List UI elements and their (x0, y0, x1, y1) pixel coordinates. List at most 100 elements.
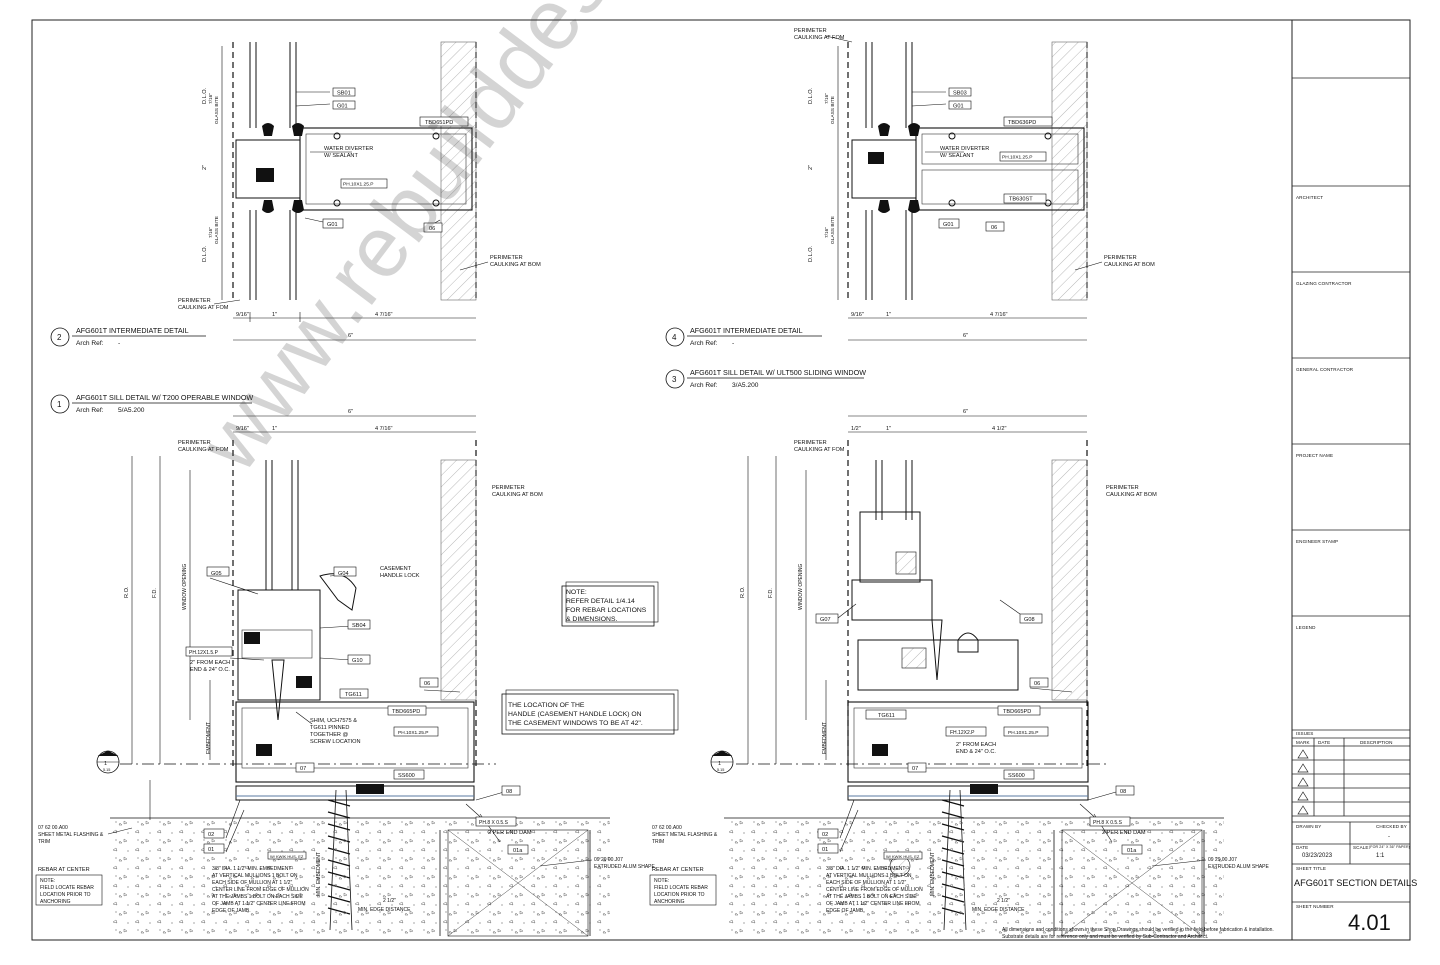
d4-water-diverter-1: WATER DIVERTER (940, 146, 989, 152)
footer-note-1: All dimensions and conditions shown in t… (1002, 927, 1274, 933)
tb-scale-label: SCALE (1353, 845, 1369, 850)
d3-anchor-2: AT VERTICAL MULLIONS 1 BOLT ON (826, 873, 912, 879)
d3-dim-half: 1/2" (851, 426, 861, 432)
d3-field-rebar-1: NOTE: (654, 878, 669, 884)
tb-issues-label: ISSUES (1296, 731, 1314, 736)
d1-ph-each-2: END & 24" O.C. (190, 667, 230, 673)
d1-casement-2: HANDLE LOCK (380, 573, 420, 579)
d3-per-end-dam: 2 PER END DAM (1102, 830, 1146, 836)
d3-tag-08: 08 (1120, 789, 1126, 795)
tb-scale-note: (FOR 24" x 36" PAPER) (1369, 845, 1410, 849)
d4-dlo-top: D.L.O. (808, 87, 814, 104)
d2-7-16-bottom: 7/16" (208, 227, 214, 238)
d1-per-end-dam: 2 PER END DAM (488, 830, 532, 836)
d1-tag-g05: G05 (211, 571, 222, 577)
detail-2-number: 2 (57, 333, 62, 342)
d3-tag-06: 06 (1034, 681, 1040, 687)
d1-edge-distance: MIN. EDGE DISTANCE (358, 907, 411, 913)
d2-dim-4-7-16: 4 7/16" (375, 312, 393, 318)
d1-min-embed: MIN. EMBEDMENT (316, 852, 322, 896)
d3-perim-fom-1: PERIMETER (794, 440, 827, 446)
d1-perim-fom-2: CAULKING AT FOM (178, 447, 229, 453)
tb-sheet-title-label: SHEET TITLE (1296, 866, 1327, 871)
d3-anchor-3: EACH SIDE OF MULLION AT 1 1/2" (826, 880, 906, 886)
tb-architect-label: ARCHITECT (1296, 195, 1324, 200)
d1-sect-sheet: 5.15 (103, 768, 110, 772)
tb-description-col: DESCRIPTION (1360, 740, 1393, 745)
rebar-note-box (561, 585, 655, 627)
d2-dim-6: 6" (348, 333, 353, 339)
tb-checked-by-value: - (1388, 834, 1390, 840)
d1-rebar: REBAR AT CENTER (38, 867, 90, 873)
d1-field-rebar-1: NOTE: (40, 878, 55, 884)
d3-fd: F.D. (768, 588, 774, 598)
d1-sect-ref: 1 (104, 761, 107, 767)
detail-1-ref-value: 5/A5.200 (118, 407, 145, 414)
d1-anchor-6: OF JAMB AT 1 1/2" CENTER LINE FROM (212, 901, 306, 907)
d4-perim-fom-1: PERIMETER (794, 28, 827, 34)
d3-tag-g07: G07 (820, 617, 831, 623)
d2-tag-tbd651pd: TBD651PD (425, 120, 453, 126)
d3-sect-ref: 1 (718, 761, 721, 767)
tb-engineer-label: ENGINEER STAMP (1296, 539, 1339, 544)
d2-tag-g01: G01 (337, 104, 348, 110)
rebar-note-1: NOTE: (566, 589, 587, 596)
d1-dim-9-16: 9/16" (236, 426, 249, 432)
titleblock-grid (1292, 77, 1410, 903)
tb-scale-value: 1:1 (1376, 853, 1385, 859)
d3-ro: R.O. (740, 586, 746, 598)
d3-perim-fom-2: CAULKING AT FOM (794, 447, 845, 453)
detail-3-ref-label: Arch Ref: (690, 382, 718, 389)
d1-dim-2-1-2: 2 1/2" (383, 898, 396, 904)
d4-glass-bite-top: GLASS BITE (830, 96, 836, 124)
handle-note-2: HANDLE (CASEMENT HANDLE LOCK) ON (508, 711, 642, 718)
tb-date-col: DATE (1318, 740, 1331, 745)
d3-dim-2-1-2: 2 1/2" (997, 898, 1010, 904)
d2-dim-9-16: 9/16" (236, 312, 249, 318)
d1-perim-fom-1: PERIMETER (178, 440, 211, 446)
d1-field-rebar-4: ANCHORING (40, 899, 71, 905)
d2-glass-bite-bottom: GLASS BITE (214, 216, 220, 244)
d4-tag-g01: G01 (953, 104, 964, 110)
d4-perim-bom-2: CAULKING AT BOM (1104, 262, 1155, 268)
d3-anchor-7: EDGE OF JAMB. (826, 908, 865, 914)
d1-window-opening: WINDOW OPENING (182, 564, 188, 610)
rebar-note-3: FOR REBAR LOCATIONS (566, 607, 647, 614)
d2-perim-bom-2: CAULKING AT BOM (490, 262, 541, 268)
d3-embedment: EMBEDMENT (822, 722, 828, 754)
d3-perim-bom-2: CAULKING AT BOM (1106, 492, 1157, 498)
d3-anchor-4: CENTER LINE FROM EDGE OF MULLION (826, 887, 923, 893)
d1-extruded-2: EXTRUDED ALUM SHAPE (594, 864, 656, 870)
tb-drawn-by-label: DRAWN BY (1296, 824, 1322, 829)
d4-tag-ph: PH.10X1.25.P (1002, 155, 1032, 161)
detail-3-ref-value: 3/A5.200 (732, 382, 759, 389)
tb-checked-by-label: CHECKED BY (1376, 824, 1407, 829)
d1-tag-sb04: SB04 (352, 623, 366, 629)
d4-dlo-bottom: D.L.O. (808, 245, 814, 262)
d3-sheet-metal-3: TRIM (652, 839, 664, 845)
d1-tag-tbd665pd: TBD665PD (392, 709, 420, 715)
d3-anchor-6: OF JAMB AT 1 1/2" CENTER LINE FROM (826, 901, 920, 907)
detail-2-title: AFG601T INTERMEDIATE DETAIL (76, 326, 189, 335)
detail-1-number: 1 (57, 400, 62, 409)
detail-4-ref-label: Arch Ref: (690, 340, 718, 347)
tb-date-label: DATE (1296, 845, 1309, 850)
d2-tag-g01b: G01 (327, 222, 338, 228)
d2-dlo-bottom: D.L.O. (202, 245, 208, 262)
d4-perim-bom-1: PERIMETER (1104, 255, 1137, 261)
d3-dim-1: 1" (886, 426, 891, 432)
d1-tag-ph8: PH.8 X 0.5.S (479, 820, 509, 826)
d3-fh-each-2: END & 24" O.C. (956, 749, 996, 755)
d3-hus: W/ KWIK HUS- EZ (886, 854, 920, 859)
d1-sheet-metal-2: SHEET METAL FLASHING & (38, 832, 104, 838)
d2-7-16-top: 7/16" (208, 93, 214, 104)
d4-water-diverter-2: W/ SEALANT (940, 153, 974, 159)
handle-note-3: THE CASEMENT WINDOWS TO BE AT 42". (508, 720, 643, 727)
d3-edge-distance: MIN. EDGE DISTANCE (972, 907, 1025, 913)
d1-sheet-metal-3: TRIM (38, 839, 50, 845)
tb-sheet-number-label: SHEET NUMBER (1296, 904, 1334, 909)
d2-perim-fom-2: CAULKING AT FOM (178, 305, 229, 311)
d2-glass-bite-top: GLASS BITE (214, 96, 220, 124)
d1-field-rebar-3: LOCATION PRIOR TO (40, 892, 91, 898)
